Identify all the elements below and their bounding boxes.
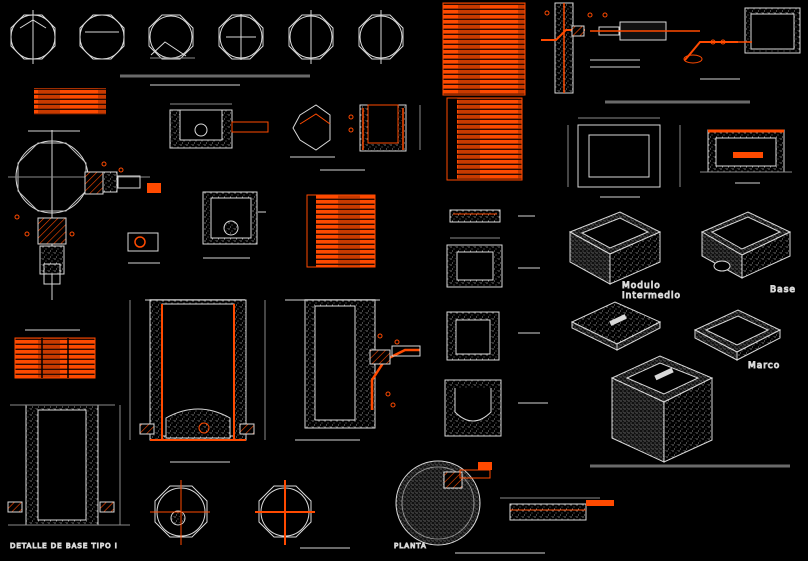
manhole-elevation-small	[127, 191, 266, 264]
pipe-connection-detail	[541, 2, 801, 94]
round-manhole-plan: PLANTA	[394, 460, 545, 554]
label-detalle: DETALLE DE BASE TIPO I	[10, 542, 118, 550]
manhole-plan-left	[8, 130, 161, 300]
iso-slab	[570, 301, 662, 351]
iso-modulo-intermedio: Modulo Intermedio	[568, 211, 681, 302]
octagon-plan-6	[358, 10, 404, 64]
box-section-view	[700, 129, 792, 184]
label-modulo-line1: Modulo	[622, 281, 661, 291]
notes-block-small	[34, 88, 106, 115]
materials-table-1	[446, 97, 523, 181]
octagon-plan-1	[10, 10, 56, 64]
octagon-plan-3	[148, 14, 195, 60]
iso-tall-module	[610, 355, 714, 463]
iso-marco: Marco	[693, 309, 782, 372]
slab-detail	[500, 497, 614, 521]
general-notes-block	[442, 2, 526, 96]
box-plan-view	[567, 100, 750, 198]
octagon-plan-bottom-2	[255, 480, 350, 549]
label-planta: PLANTA	[394, 542, 427, 550]
label-marco: Marco	[748, 361, 780, 371]
octagon-plan-4	[218, 14, 264, 60]
iso-base: Base	[700, 211, 796, 296]
manhole-section-large	[129, 299, 266, 463]
manhole-section-with-pipe	[285, 299, 421, 441]
octagon-plan-bottom-1	[150, 480, 210, 545]
section-small-3	[320, 104, 421, 171]
materials-table-3	[14, 329, 96, 379]
octagon-plan-5	[288, 10, 334, 64]
center-column-sections	[444, 209, 548, 437]
manhole-section-bottom-left: DETALLE DE BASE TIPO I	[7, 404, 130, 551]
label-base: Base	[770, 285, 796, 295]
label-modulo-line2: Intermedio	[622, 291, 681, 301]
materials-table-2	[306, 194, 376, 268]
octagon-plan-row	[10, 10, 404, 78]
section-small-2	[290, 104, 335, 158]
section-small-1	[150, 84, 269, 149]
octagon-plan-2	[79, 14, 125, 60]
